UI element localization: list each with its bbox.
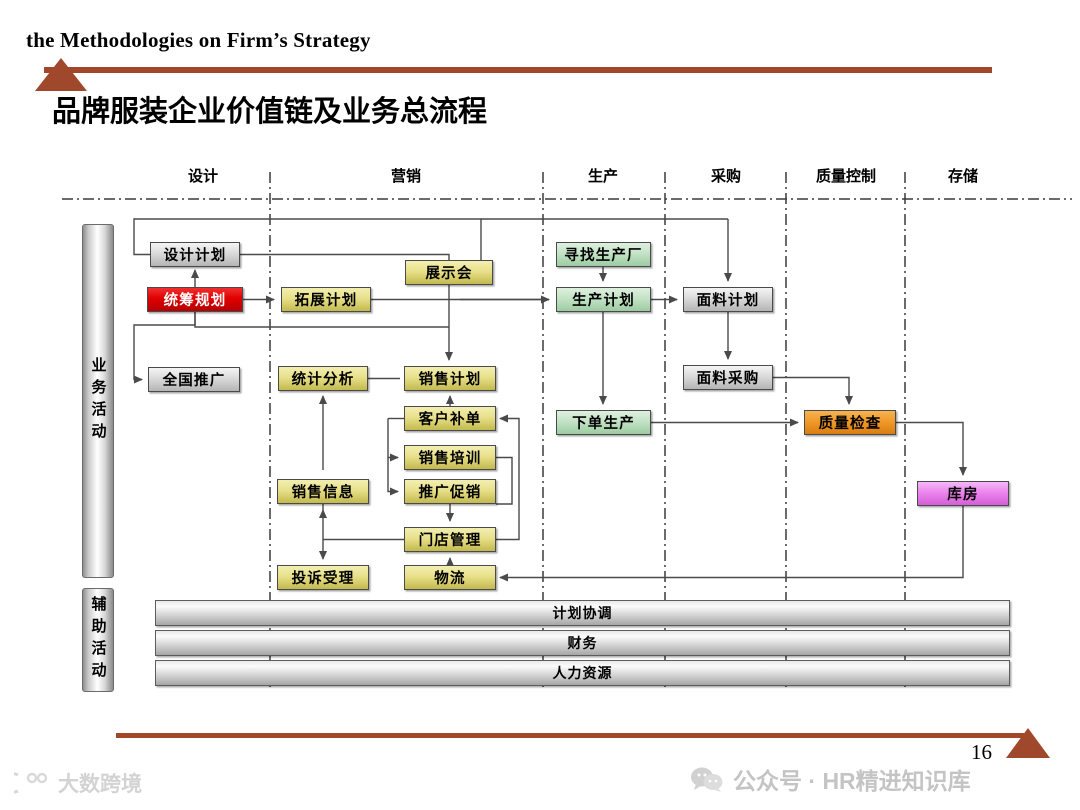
process-node-complaint-handling[interactable]: 投诉受理 — [277, 565, 369, 590]
process-node-exhibition[interactable]: 展示会 — [405, 260, 493, 285]
process-node-sales-info[interactable]: 销售信息 — [277, 479, 369, 504]
brand-logo-icon — [14, 772, 48, 794]
column-header-3: 生产 — [587, 168, 619, 185]
process-node-production-plan[interactable]: 生产计划 — [556, 287, 651, 312]
footer-triangle-icon — [1006, 728, 1050, 758]
header-triangle-icon — [35, 58, 87, 91]
process-node-warehouse[interactable]: 库房 — [917, 481, 1009, 506]
lane-pillar-1: 业务活动 — [82, 224, 114, 578]
process-node-expansion-plan[interactable]: 拓展计划 — [281, 287, 371, 312]
lane-pillar-label: 业务活动 — [89, 357, 107, 445]
support-activity-bar-label: 财务 — [567, 635, 598, 651]
support-activity-bar-1[interactable]: 计划协调 — [155, 600, 1010, 626]
process-node-national-promotion[interactable]: 全国推广 — [148, 367, 240, 392]
wechat-watermark: 公众号 · HR精进知识库 — [690, 762, 971, 796]
page-number: 16 — [971, 740, 992, 764]
column-header-6: 存储 — [947, 168, 979, 185]
process-node-find-factory[interactable]: 寻找生产厂 — [556, 242, 651, 267]
support-activity-bar-3[interactable]: 人力资源 — [155, 660, 1010, 686]
lane-pillar-label: 辅助活动 — [89, 596, 107, 684]
process-node-fabric-plan[interactable]: 面料计划 — [683, 287, 773, 312]
footer-accent-rule — [116, 733, 1024, 738]
process-node-statistics-analysis[interactable]: 统计分析 — [278, 366, 368, 391]
header-eyebrow-text: the Methodologies on Firm’s Strategy — [26, 28, 371, 52]
process-node-place-order[interactable]: 下单生产 — [556, 410, 651, 435]
process-node-sales-plan[interactable]: 销售计划 — [404, 366, 496, 391]
column-header-5: 质量控制 — [815, 168, 877, 185]
process-node-quality-inspection[interactable]: 质量检查 — [804, 410, 896, 435]
brand-watermark: 大数跨境 — [14, 768, 142, 798]
process-node-promotion[interactable]: 推广促销 — [404, 479, 496, 504]
lane-pillar-2: 辅助活动 — [82, 588, 114, 692]
support-activity-bar-2[interactable]: 财务 — [155, 630, 1010, 656]
wechat-watermark-text: 公众号 · HR精进知识库 — [733, 768, 971, 794]
process-node-design-plan[interactable]: 设计计划 — [150, 242, 240, 267]
process-node-fabric-purchase[interactable]: 面料采购 — [683, 365, 773, 390]
process-node-overall-planning[interactable]: 统筹规划 — [147, 287, 243, 312]
column-header-1: 设计 — [187, 168, 219, 185]
process-node-logistics[interactable]: 物流 — [404, 565, 496, 590]
header-accent-rule — [44, 67, 992, 73]
process-node-sales-training[interactable]: 销售培训 — [404, 445, 496, 470]
page-title: 品牌服装企业价值链及业务总流程 — [52, 96, 488, 128]
column-header-2: 营销 — [390, 168, 422, 185]
support-activity-bar-label: 计划协调 — [552, 605, 613, 621]
support-activity-bar-label: 人力资源 — [552, 665, 613, 681]
wechat-icon — [691, 767, 723, 792]
process-node-customer-reorder[interactable]: 客户补单 — [404, 406, 496, 431]
brand-watermark-text: 大数跨境 — [58, 773, 142, 796]
process-node-store-management[interactable]: 门店管理 — [404, 527, 496, 552]
column-header-4: 采购 — [710, 168, 742, 185]
